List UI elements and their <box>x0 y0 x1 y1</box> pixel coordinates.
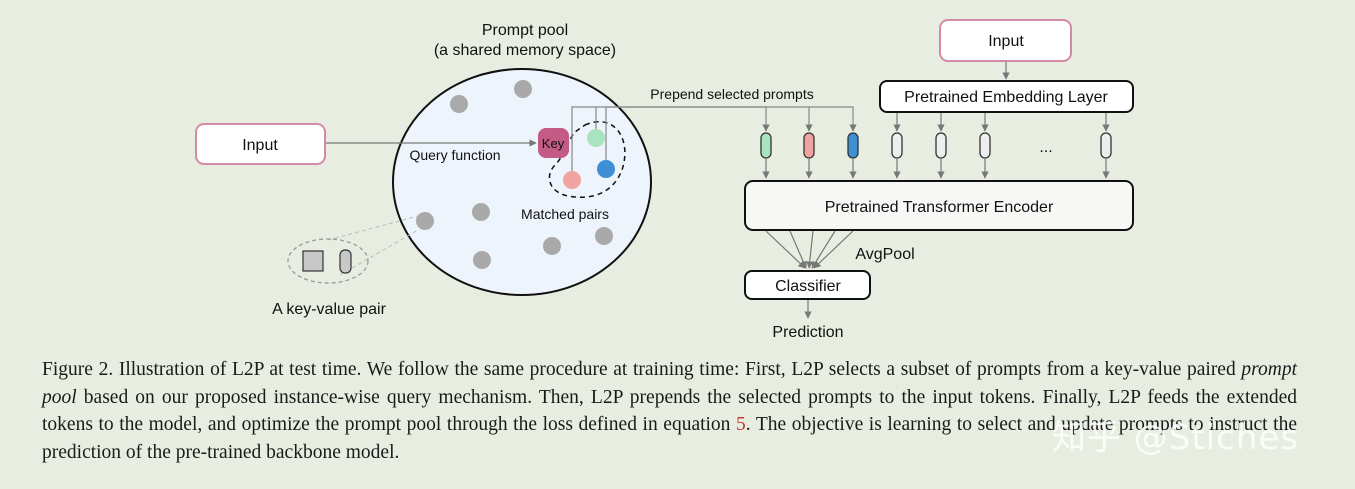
input-token <box>891 132 903 159</box>
pool-prompt-dots <box>416 80 613 269</box>
encoder-box <box>744 180 1134 231</box>
pool-title-line1: Prompt pool <box>482 22 568 39</box>
prompt-token-pink <box>803 132 815 159</box>
embedding-token-arrows <box>893 113 1110 132</box>
caption-text-2: based on our proposed instance-wise quer… <box>42 386 1297 436</box>
matched-prompt-blue <box>597 160 615 178</box>
caption-italic: prompt pool <box>42 359 1297 408</box>
classifier-label: Classifier <box>775 278 841 295</box>
callout-line <box>327 215 419 241</box>
input-token <box>935 132 947 159</box>
query-function-label: Query function <box>409 147 500 163</box>
matched-pairs-label: Matched pairs <box>521 206 609 222</box>
prompt-token-blue <box>847 132 859 159</box>
key-box <box>538 128 569 158</box>
pool-dot <box>514 80 532 98</box>
input-token <box>979 132 991 159</box>
token-ellipsis: ... <box>1039 139 1052 156</box>
embedding-layer-label: Pretrained Embedding Layer <box>904 89 1108 106</box>
l2p-figure: Prompt pool (a shared memory space) Prep… <box>195 19 1134 341</box>
key-value-pair-label: A key-value pair <box>272 301 387 318</box>
pool-dot <box>595 227 613 245</box>
encoder-label: Pretrained Transformer Encoder <box>825 199 1054 216</box>
watermark: 知乎 @Stiches <box>1052 418 1300 458</box>
token-encoder-arrows <box>762 159 1110 179</box>
token-row <box>760 132 1112 159</box>
prompt-token-green <box>760 132 772 159</box>
input-token <box>1100 132 1112 159</box>
prepend-label: Prepend selected prompts <box>650 86 813 102</box>
avgpool-label: AvgPool <box>855 246 914 263</box>
pool-dot <box>450 95 468 113</box>
avgpool-arrows <box>765 230 854 269</box>
figure-caption: Figure 2. Illustration of L2P at test ti… <box>42 356 1297 466</box>
input-right-label: Input <box>988 33 1024 50</box>
matched-prompt-green <box>587 129 605 147</box>
embedding-layer-box <box>879 80 1134 113</box>
prediction-label: Prediction <box>772 324 843 341</box>
pool-dot <box>543 237 561 255</box>
caption-text-1: Figure 2. Illustration of L2P at test ti… <box>42 359 1242 380</box>
kv-value-capsule <box>339 249 352 274</box>
pool-dot <box>416 212 434 230</box>
prompt-pool-ellipse <box>392 68 652 296</box>
pool-dot <box>472 203 490 221</box>
equation-ref-link[interactable]: 5 <box>736 414 746 435</box>
input-right-box <box>939 19 1072 62</box>
matched-prompt-pink <box>563 171 581 189</box>
key-value-ellipse <box>287 238 369 284</box>
kv-key-square <box>302 250 324 272</box>
pool-dot <box>473 251 491 269</box>
pool-title-line2: (a shared memory space) <box>434 42 616 59</box>
key-label: Key <box>542 136 565 151</box>
prepend-lines <box>571 106 857 171</box>
classifier-box <box>744 270 871 300</box>
caption-text-3: . The objective is learning to select an… <box>42 414 1297 463</box>
input-left-box <box>195 123 326 165</box>
callout-line <box>339 229 419 276</box>
input-left-label: Input <box>242 137 278 154</box>
